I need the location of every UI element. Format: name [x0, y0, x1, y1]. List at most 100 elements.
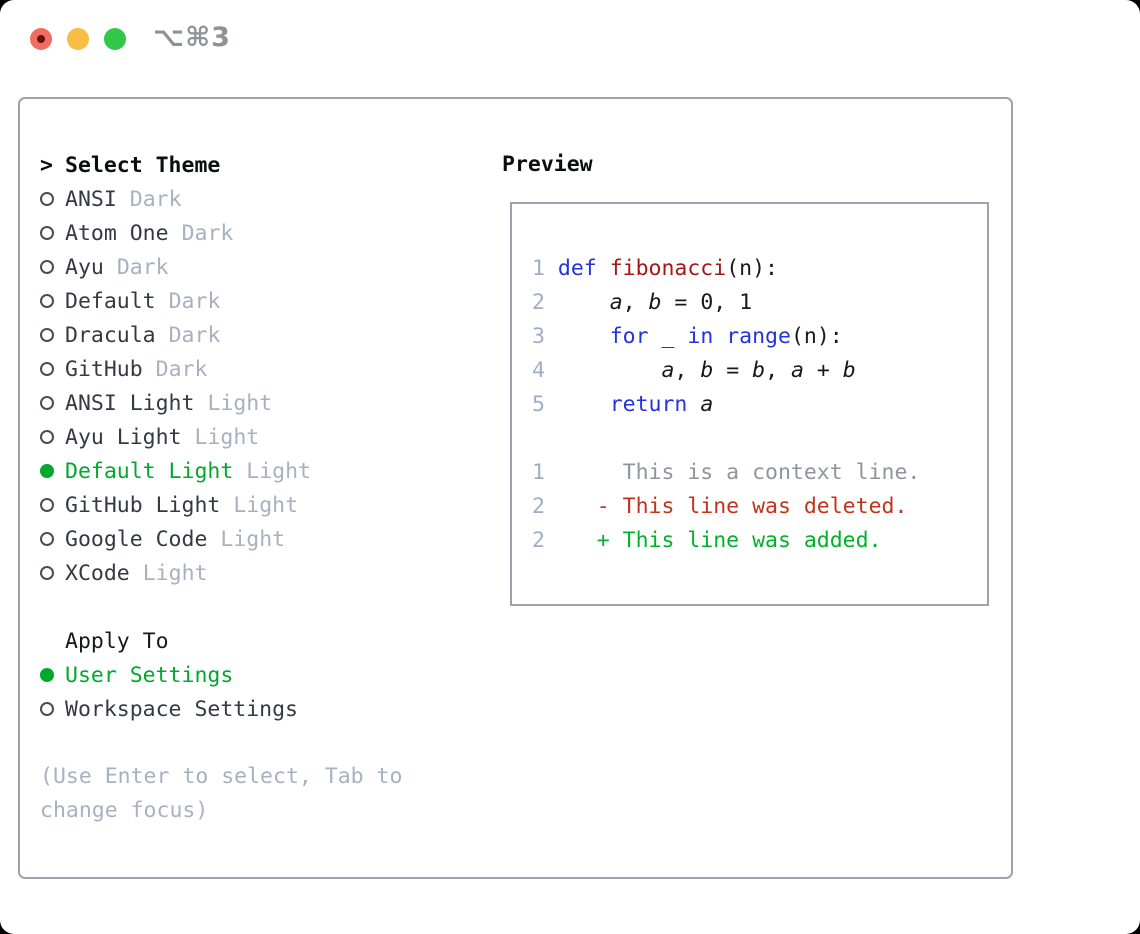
code-token: b: [648, 290, 662, 315]
line-number: 2: [532, 290, 545, 315]
theme-variant-label: Light: [246, 458, 312, 484]
code-token: ,: [765, 358, 791, 383]
code-token: [558, 358, 662, 383]
theme-name: Atom One: [65, 220, 169, 246]
titlebar: ⌥⌘3: [0, 0, 1140, 78]
radio-icon: [40, 702, 54, 716]
radio-icon: [40, 498, 54, 512]
diff-line-ctx: 1 This is a context line.: [532, 456, 987, 490]
theme-option-google-code[interactable]: Google Code Light: [40, 522, 500, 556]
code-token: [558, 324, 610, 349]
zoom-button[interactable]: [104, 28, 126, 50]
line-number: 3: [532, 324, 545, 349]
code-token: =: [713, 358, 753, 383]
theme-name: Default Light: [65, 458, 234, 484]
line-number: 5: [532, 392, 545, 417]
prompt-icon: >: [40, 152, 53, 178]
code-token: +: [803, 358, 843, 383]
radio-icon: [40, 260, 54, 274]
code-line: 4 a, b = b, a + b: [532, 354, 987, 388]
theme-name: GitHub Light: [65, 492, 221, 518]
radio-icon: [40, 464, 54, 478]
code-token: (n):: [790, 324, 843, 349]
code-token: in: [687, 324, 714, 349]
code-line: 3 for _ in range(n):: [532, 320, 987, 354]
apply-to-header: Apply To: [40, 624, 500, 658]
theme-name: Ayu Light: [65, 424, 182, 450]
code-token: [597, 256, 610, 281]
spacer: [40, 726, 500, 760]
code-token: b: [700, 358, 714, 383]
line-content: def fibonacci(n):: [558, 256, 778, 281]
diff-line-add: 2 + This line was added.: [532, 524, 987, 558]
line-content: a, b = 0, 1: [558, 290, 752, 315]
theme-variant-label: Dark: [168, 322, 221, 348]
theme-variant-label: Light: [233, 492, 299, 518]
line-number: 4: [532, 358, 545, 383]
apply-option-user-settings[interactable]: User Settings: [40, 658, 500, 692]
theme-variant-label: Light: [220, 526, 286, 552]
radio-icon: [40, 226, 54, 240]
diff-line-del: 2 - This line was deleted.: [532, 490, 987, 524]
theme-selector-title: Select Theme: [65, 152, 221, 178]
code-line: [532, 422, 987, 456]
code-token: = 0, 1: [661, 290, 753, 315]
code-token: a: [790, 358, 804, 383]
theme-name: Ayu: [65, 254, 104, 280]
close-button[interactable]: [30, 28, 52, 50]
apply-option-workspace-settings[interactable]: Workspace Settings: [40, 692, 500, 726]
code-line: 1 def fibonacci(n):: [532, 252, 987, 286]
code-line: 5 return a: [532, 388, 987, 422]
line-content: for _ in range(n):: [558, 324, 843, 349]
radio-icon: [40, 396, 54, 410]
line-content: This is a context line.: [557, 460, 921, 485]
radio-icon: [40, 362, 54, 376]
theme-name: GitHub: [65, 356, 143, 382]
theme-option-github-light[interactable]: GitHub Light Light: [40, 488, 500, 522]
theme-variant-label: Light: [207, 390, 273, 416]
spacer: [40, 590, 500, 624]
theme-option-dracula[interactable]: Dracula Dark: [40, 318, 500, 352]
line-number: 2: [532, 528, 545, 553]
radio-icon: [40, 328, 54, 342]
keyboard-hint: (Use Enter to select, Tab to change focu…: [40, 764, 403, 823]
theme-name: Dracula: [65, 322, 156, 348]
code-token: - This line was deleted.: [557, 494, 908, 519]
line-number: 1: [532, 460, 545, 485]
code-token: This is a context line.: [557, 460, 921, 485]
radio-icon: [40, 430, 54, 444]
theme-option-ayu[interactable]: Ayu Dark: [40, 250, 500, 284]
theme-option-default-light[interactable]: Default Light Light: [40, 454, 500, 488]
code-token: for: [609, 324, 649, 349]
radio-icon: [40, 192, 54, 206]
radio-icon: [40, 566, 54, 580]
code-token: b: [842, 358, 856, 383]
minimize-button[interactable]: [67, 28, 89, 50]
window-shortcut-label: ⌥⌘3: [153, 22, 231, 53]
line-number: 1: [532, 256, 545, 281]
theme-variant-label: Dark: [116, 254, 169, 280]
code-token: a: [661, 358, 675, 383]
code-token: + This line was added.: [557, 528, 882, 553]
theme-name: ANSI: [65, 186, 117, 212]
code-token: def: [557, 256, 597, 281]
code-token: [558, 392, 610, 417]
code-token: return: [609, 392, 688, 417]
theme-name: Default: [65, 288, 156, 314]
code-token: fibonacci: [609, 256, 727, 281]
code-token: [687, 392, 700, 417]
apply-option-label: User Settings: [65, 662, 234, 688]
theme-name: Google Code: [65, 526, 208, 552]
code-token: range: [726, 324, 791, 349]
